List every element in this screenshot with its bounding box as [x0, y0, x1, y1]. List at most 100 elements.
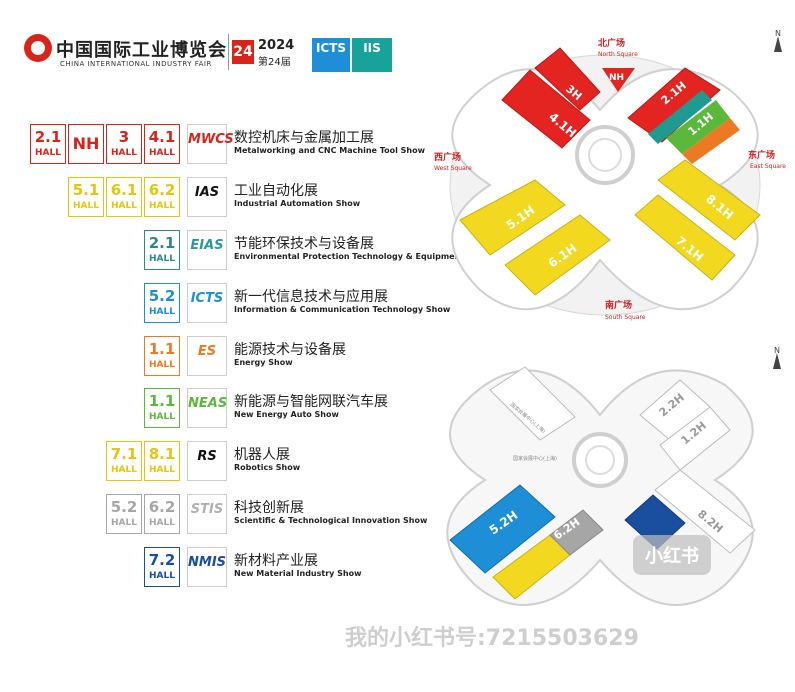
hall-label: HALL — [149, 201, 175, 211]
hall-label: HALL — [149, 254, 175, 264]
hall-number: 2.1 — [148, 234, 176, 252]
hall-number: 2.1 — [34, 128, 62, 146]
show-logo-text: ES — [197, 344, 217, 359]
show-name-cn: 科技创新展 — [234, 500, 304, 516]
show-logo: RS — [187, 441, 227, 481]
show-name-cn: 工业自动化展 — [234, 183, 318, 199]
hall-number: 7.1 — [110, 445, 138, 463]
show-name-cn: 新能源与智能网联汽车展 — [234, 394, 388, 410]
hall-label: HALL — [149, 412, 175, 422]
show-name-cn: 能源技术与设备展 — [234, 342, 346, 358]
hall-number: 4.1 — [148, 128, 176, 146]
show-logo-text: MWCS — [188, 132, 234, 147]
hall-nh[interactable] — [602, 68, 635, 92]
show-name-en: Scientific & Technological Innovation Sh… — [234, 516, 428, 525]
show-logo-text: RS — [197, 449, 217, 464]
south-square-en: South Square — [605, 314, 646, 321]
hall-label: HALL — [149, 465, 175, 475]
hall-box: NH — [68, 124, 104, 164]
hall-1-2h[interactable] — [659, 406, 731, 471]
edition-year: 2024 — [258, 38, 295, 53]
north-square-cn: 北广场 — [598, 37, 625, 49]
show-logo: IAS — [187, 177, 227, 217]
hall-label: HALL — [111, 465, 137, 475]
hall-number: NH — [72, 134, 100, 153]
hall-5-1h[interactable] — [459, 179, 566, 256]
hall-number: 3 — [118, 128, 130, 146]
hall-6-2h-grey[interactable] — [549, 509, 604, 556]
edition-badge: 24 — [232, 40, 254, 64]
hall-label: HALL — [149, 148, 175, 158]
show-logo: MWCS — [187, 124, 234, 164]
floor-map-level-1: 4.1H 3H NH 2.1H 1.1H 5.1H 6.1H 8.1H 7.1H… — [434, 30, 786, 321]
west-square-cn: 西广场 — [434, 151, 461, 163]
hall-label: HALL — [149, 571, 175, 581]
hall-label: HALL — [111, 148, 137, 158]
show-logo: EIAS — [187, 230, 227, 270]
show-name-en: Industrial Automation Show — [234, 199, 361, 208]
floor-map-level-2: 国家会展中心(上海) 国家会展中心(上海) 2.2H 1.2H 5.2H 6.2… — [446, 346, 781, 606]
hall-label: HALL — [73, 201, 99, 211]
hall-2-1h-teal[interactable] — [648, 90, 712, 144]
watermark-text: 我的小红书号:7215503629 — [345, 626, 639, 651]
hall-4-1h[interactable] — [501, 69, 591, 149]
hall-number: 6.2 — [148, 181, 176, 199]
hall-8-2h[interactable] — [654, 469, 756, 554]
show-name-cn: 新材料产业展 — [234, 553, 318, 569]
show-logo: STIS — [187, 494, 227, 534]
hall-1-1h-green[interactable] — [666, 100, 730, 154]
hall-1-1h-orange[interactable] — [682, 118, 740, 164]
show-name-cn: 节能环保技术与设备展 — [234, 236, 374, 252]
hall-number: 7.2 — [148, 551, 176, 569]
show-logo-text: NMIS — [188, 555, 227, 570]
hall-number: 6.2 — [148, 498, 176, 516]
show-name-en: Robotics Show — [234, 463, 301, 472]
hall-label-nh: NH — [609, 73, 624, 83]
watermark-badge-text: 小红书 — [645, 545, 699, 567]
hall-8-1h[interactable] — [657, 159, 761, 241]
compass-icon-2 — [773, 353, 781, 369]
show-name-en: New Material Industry Show — [234, 569, 362, 578]
edition-number: 第24届 — [258, 57, 291, 68]
hall-6-1h[interactable] — [504, 214, 611, 296]
show-logo-text: NEAS — [188, 396, 228, 411]
show-logo-text: ICTS — [190, 291, 224, 306]
west-square-en: West Square — [434, 165, 472, 172]
show-logo: ES — [187, 336, 227, 376]
show-name-en: Metalworking and CNC Machine Tool Show — [234, 146, 425, 155]
show-logo-text: IAS — [194, 185, 220, 200]
hall-number: 6.1 — [110, 181, 138, 199]
show-logo: ICTS — [187, 283, 227, 323]
compass-n: N — [775, 30, 781, 38]
show-name-en: Information & Communication Technology S… — [234, 305, 451, 314]
fair-name-en: CHINA INTERNATIONAL INDUSTRY FAIR — [60, 60, 212, 68]
hall-5-2h[interactable] — [449, 484, 556, 574]
east-square-cn: 东广场 — [748, 149, 775, 161]
hall-number: 5.1 — [72, 181, 100, 199]
show-name-en: New Energy Auto Show — [234, 410, 339, 419]
watermark-badge — [633, 535, 711, 575]
hall-number: 5.2 — [110, 498, 138, 516]
show-logo: NEAS — [187, 388, 227, 428]
hall-label: HALL — [111, 518, 137, 528]
hall-3h[interactable] — [534, 47, 601, 111]
show-name-cn: 数控机床与金属加工展 — [234, 130, 374, 146]
hall-7-1h[interactable] — [634, 194, 736, 281]
compass-icon — [774, 36, 782, 52]
hall-label: HALL — [111, 201, 137, 211]
hall-label: HALL — [149, 518, 175, 528]
north-square-en: North Square — [598, 51, 638, 58]
